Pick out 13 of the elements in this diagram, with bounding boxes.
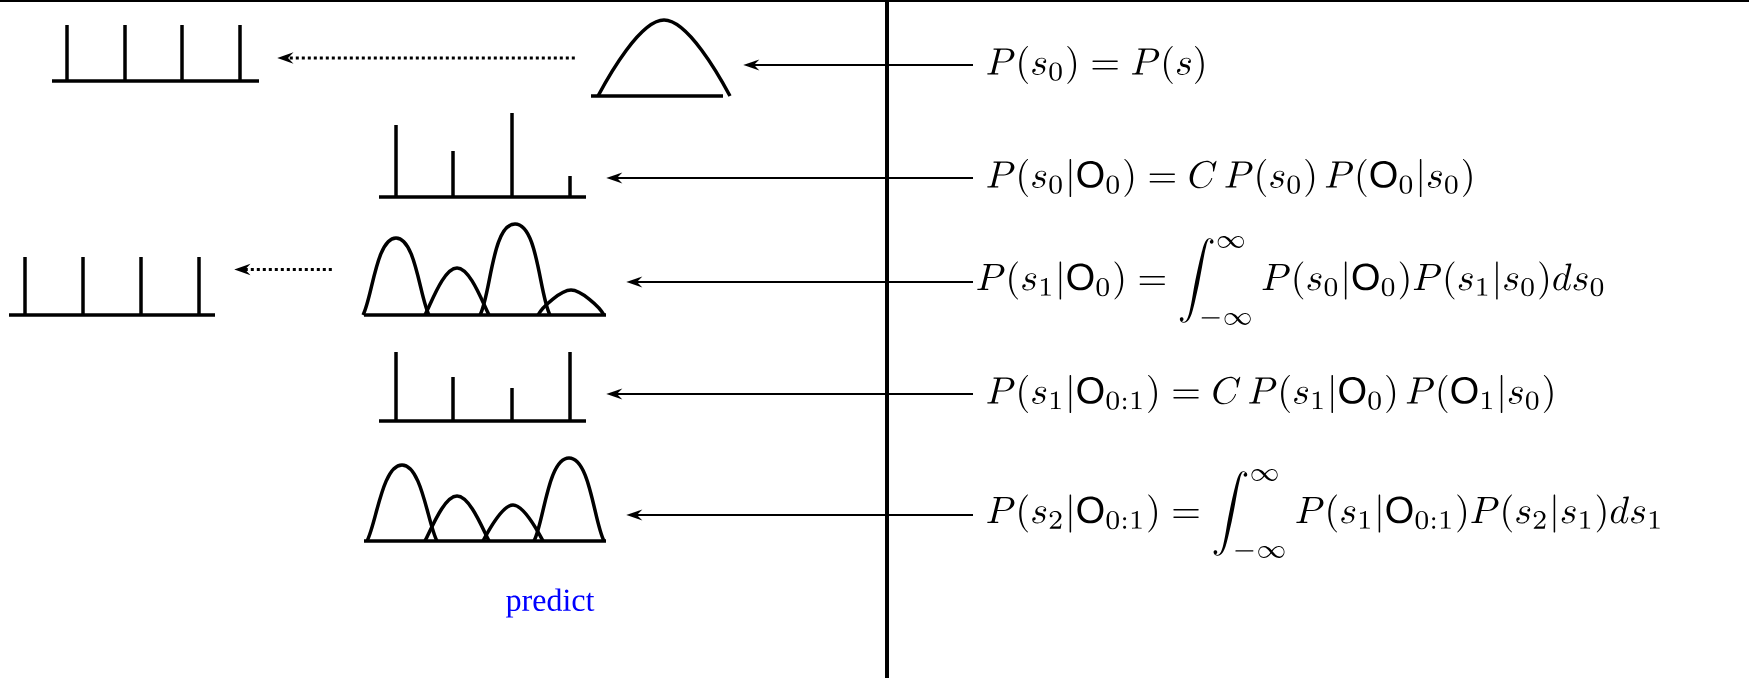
histogram-drawing (379, 352, 586, 423)
formula: $P(s_2 | \mathrm{O}_{0:1}) = \int_{-\infty}^{\infty} P(s_1 | \mathrm{O}_{0:1}) P(s_2 | s_1) ds_1$ (987, 468, 1660, 558)
histogram-drawing (52, 25, 259, 83)
density-curve-drawing (361, 222, 606, 317)
caption-text: predict (506, 588, 595, 618)
formula: $P(s_0| \mathrm{O}_0) = C\,P(s_0)\,P(\mathrm{O}_0| s_0)$ (987, 159, 1472, 197)
formula: $P(s_0) = P(s)$ (987, 46, 1204, 84)
density-curve-drawing (591, 18, 732, 98)
histogram-drawing (379, 113, 586, 199)
formula: $P(s_1| \mathrm{O}_{0:1}) = C\,P(s_1| \mathrm{O}_0)\,P(\mathrm{O}_1| s_0)$ (987, 375, 1553, 413)
histogram-drawing (9, 257, 215, 317)
density-curve-drawing (364, 456, 606, 543)
formula: $P(s_1 | \mathrm{O}_0) = \int_{-\infty}^{\infty} P(s_0 | \mathrm{O}_0) P(s_1 | s_0) ds_0$ (977, 235, 1604, 325)
